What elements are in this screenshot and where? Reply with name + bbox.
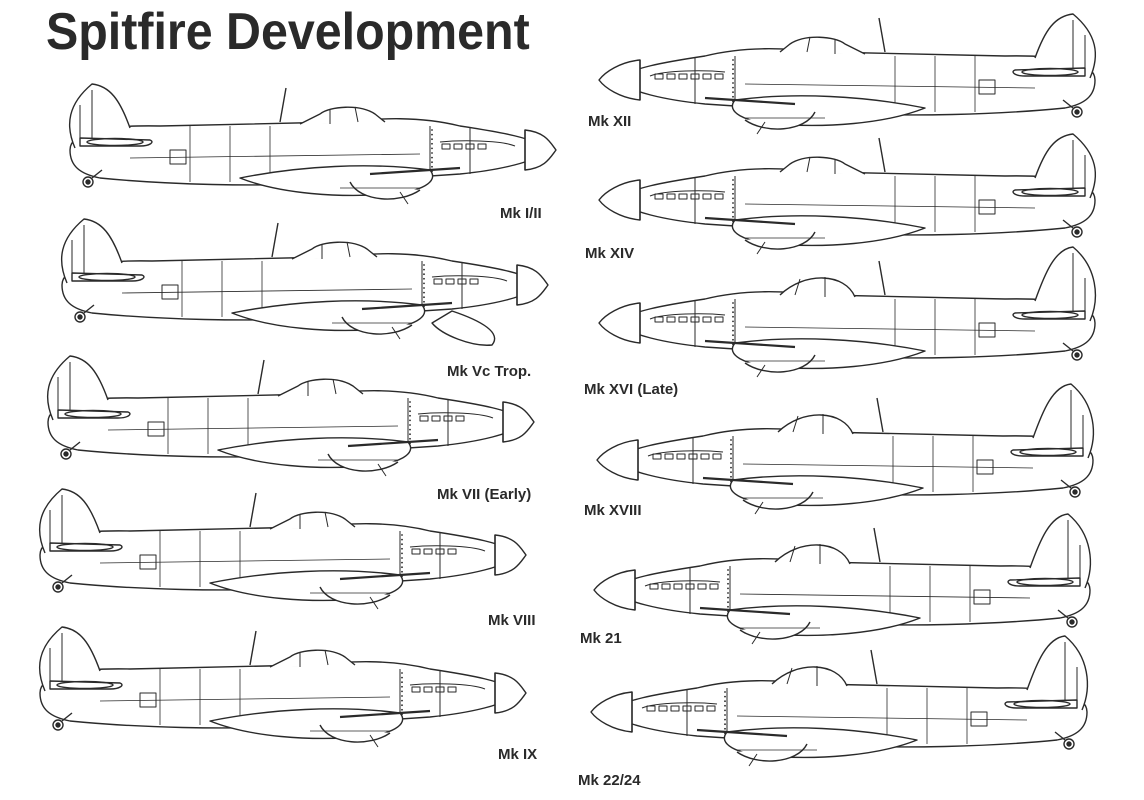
spitfire-drawing xyxy=(60,218,549,346)
aircraft-profile-mk-22-24 xyxy=(577,632,1137,792)
aircraft-profile-mk-1-2 xyxy=(40,70,600,230)
page-title: Spitfire Development xyxy=(46,3,530,61)
spitfire-drawing xyxy=(590,635,1088,767)
label-mk-vii-early: Mk VII (Early) xyxy=(437,486,532,503)
label-mk-22-24: Mk 22/24 xyxy=(578,772,641,789)
label-mk-vc-trop: Mk Vc Trop. xyxy=(447,363,532,380)
label-mk-1-2: Mk I/II xyxy=(500,205,542,222)
aircraft-profile-mk-vii-early xyxy=(18,342,578,502)
aircraft-profile-mk-xvi-late xyxy=(585,243,1144,403)
spitfire-drawing xyxy=(596,383,1094,515)
aircraft-profile-mk-xviii xyxy=(583,380,1143,540)
spitfire-drawing xyxy=(598,133,1097,255)
label-mk-xiv: Mk XIV xyxy=(585,245,635,262)
spitfire-drawing xyxy=(598,246,1096,378)
label-mk-viii: Mk VIII xyxy=(488,612,536,629)
label-mk-xvi-late: Mk XVI (Late) xyxy=(584,381,679,398)
spitfire-drawing xyxy=(38,488,527,610)
label-mk-21: Mk 21 xyxy=(580,630,622,647)
aircraft-profile-mk-vc-trop xyxy=(32,205,592,365)
spitfire-drawing xyxy=(68,83,557,205)
spitfire-drawing xyxy=(598,13,1097,135)
aircraft-profile-mk-21 xyxy=(580,510,1140,670)
aircraft-profile-mk-ix xyxy=(10,613,570,773)
aircraft-profile-mk-xiv xyxy=(585,120,1144,280)
label-mk-xviii: Mk XVIII xyxy=(584,502,642,519)
spitfire-drawing xyxy=(46,355,535,477)
spitfire-drawing xyxy=(593,513,1091,645)
spitfire-drawing xyxy=(38,626,527,748)
label-mk-ix: Mk IX xyxy=(498,746,538,763)
aircraft-profile-mk-viii xyxy=(10,475,570,635)
aircraft-profile-mk-xii xyxy=(585,0,1144,160)
label-mk-xii: Mk XII xyxy=(588,113,632,130)
